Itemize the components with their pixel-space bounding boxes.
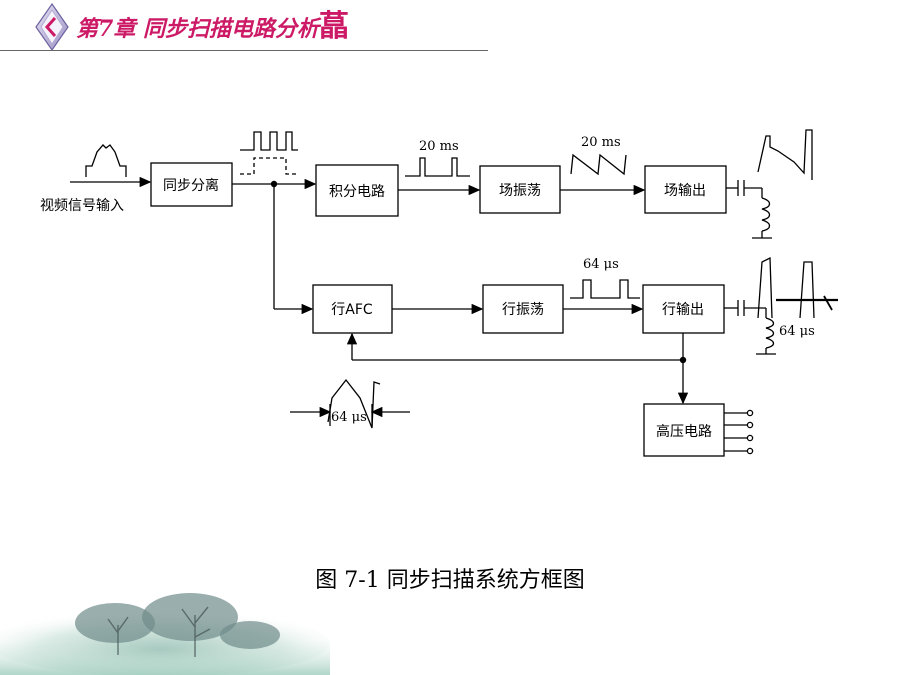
hv-circuit-label: 高压电路 bbox=[656, 423, 712, 440]
input-label: 视频信号输入 bbox=[40, 198, 124, 214]
field-pulse-period-label: 20 ms bbox=[419, 139, 459, 154]
figure-caption: 图 7-1 同步扫描系统方框图 bbox=[315, 568, 585, 593]
integrator-label: 积分电路 bbox=[329, 184, 385, 200]
field-sawtooth-period-label: 20 ms bbox=[581, 135, 621, 150]
line-sync-pulses bbox=[240, 131, 298, 151]
afc-period-label: 64 μs bbox=[331, 410, 367, 425]
field-output-waveform bbox=[757, 129, 813, 180]
junction-dot bbox=[270, 180, 278, 188]
line-output-waveform bbox=[757, 256, 815, 319]
page-title: 第7章 同步扫描电路分析蕌 bbox=[76, 9, 349, 44]
line-afc-label: 行AFC bbox=[331, 302, 373, 318]
junction-dot bbox=[679, 356, 687, 364]
line-output-period-label: 64 μs bbox=[779, 324, 815, 339]
field-sawtooth-waveform bbox=[570, 153, 627, 176]
video-waveform bbox=[85, 144, 127, 177]
field-oscillator-label: 场振荡 bbox=[499, 183, 541, 199]
field-pulse-waveform bbox=[405, 157, 470, 177]
field-sync-pulses bbox=[240, 157, 298, 175]
line-yoke-coil bbox=[765, 317, 775, 349]
afc-feedback-waveform bbox=[327, 378, 381, 429]
landscape-decoration bbox=[0, 593, 330, 675]
field-output-label: 场输出 bbox=[664, 183, 706, 199]
line-pulse-period-label: 64 μs bbox=[583, 257, 619, 272]
diamond-back-arrow-icon bbox=[35, 2, 69, 52]
header-divider bbox=[0, 50, 488, 51]
line-oscillator-label: 行振荡 bbox=[502, 302, 544, 318]
line-pulse-waveform bbox=[570, 279, 640, 299]
line-output-label: 行输出 bbox=[662, 302, 704, 318]
sync-separator-label: 同步分离 bbox=[163, 177, 219, 194]
field-yoke-coil bbox=[761, 197, 771, 232]
